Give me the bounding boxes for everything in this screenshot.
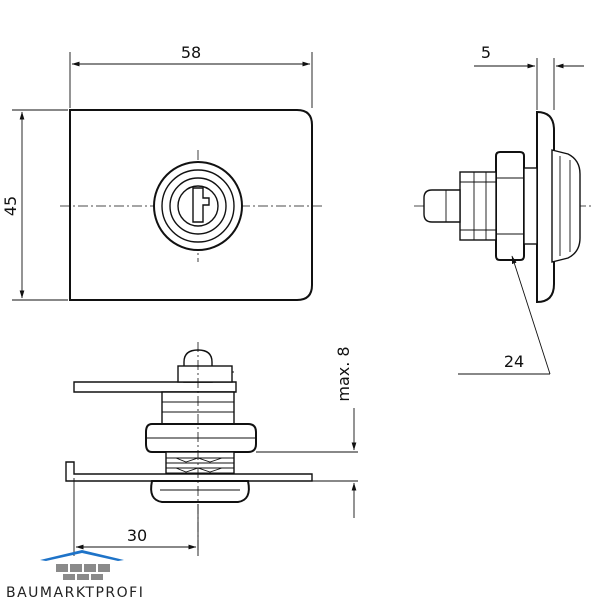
dim-depth-label: 5 (481, 43, 491, 62)
side-cam-stub (423, 189, 461, 223)
dim-max-label: max. 8 (334, 346, 353, 401)
lock-ring-3 (169, 177, 227, 235)
dim-width-label: 58 (181, 43, 201, 62)
dim-offset-label: 30 (127, 526, 147, 545)
dim-wrench-label: 24 (504, 352, 524, 371)
mounting-view: max. 8 30 (65, 342, 358, 556)
side-view: 5 24 (414, 43, 592, 375)
front-plate (69, 109, 313, 301)
logo: BAUMARKTPROFI (6, 550, 144, 600)
side-nut (495, 151, 525, 261)
keyhole (192, 187, 210, 223)
bottom-flange (150, 480, 250, 503)
logo-text: BAUMARKTPROFI (6, 585, 144, 600)
side-bezel (536, 110, 555, 304)
logo-roof-icon (40, 550, 124, 561)
dim-height-label: 45 (1, 196, 20, 216)
lock-ring-2 (161, 169, 235, 243)
lock-ring-4 (177, 185, 219, 227)
panel-plate (65, 461, 313, 482)
front-view: 58 45 (1, 43, 322, 301)
cam-bar (73, 381, 237, 393)
leader-wrench (511, 255, 551, 375)
side-body (459, 171, 497, 241)
